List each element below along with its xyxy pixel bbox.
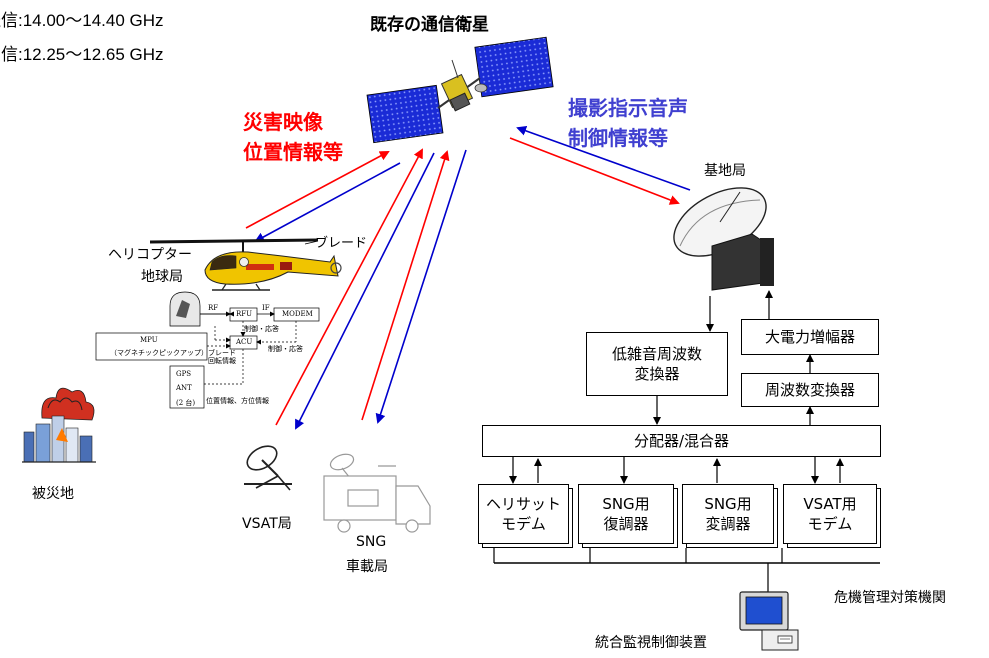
control-label-2: 制御・応答 (268, 345, 303, 353)
downlink-label-1: 撮影指示音声 (568, 96, 688, 120)
sng-label-2: 車載局 (346, 559, 388, 575)
heli-equipment-diagram (95, 291, 320, 409)
sng-modulator-label-2: 変調器 (705, 515, 751, 533)
receive-frequency: 受信:12.25～12.65 GHz (0, 45, 164, 64)
helicopter-label-2: 地球局 (141, 269, 183, 285)
monitor-label: 統合監視制御装置 (595, 635, 707, 651)
heli-modem-label-1: ヘリサット (485, 495, 561, 513)
divider-mixer-box: 分配器/混合器 (482, 425, 881, 457)
rfu-box: RFU (236, 310, 253, 318)
blade-info-label-2: 回転情報 (208, 357, 236, 365)
disaster-site-label: 被災地 (32, 486, 74, 502)
lna-label-2: 変換器 (634, 365, 680, 383)
transmit-frequency: 送信:14.00～14.40 GHz (0, 11, 164, 30)
vsat-dish-icon (244, 445, 292, 491)
vsat-modem-label-2: モデム (807, 515, 853, 533)
lna-label-1: 低雑音周波数 (611, 345, 702, 363)
gps-label-1: GPS (176, 370, 192, 378)
if-label: IF (262, 304, 270, 312)
vsat-modem-label-1: VSAT用 (803, 495, 857, 513)
sng-modulator-box: SNG用 変調器 (682, 484, 774, 544)
mpu-label: MPU (140, 336, 158, 344)
gps-label-3: (2 台) (176, 399, 196, 407)
sng-label-1: SNG (356, 534, 387, 550)
heli-modem-label-2: モデム (501, 515, 546, 533)
downlink-label-2: 制御情報等 (568, 126, 668, 150)
sng-demodulator-label-1: SNG用 (602, 495, 650, 513)
vsat-modem-box: VSAT用 モデム (783, 484, 877, 544)
base-station-dish-icon (673, 187, 774, 291)
sng-demodulator-box: SNG用 復調器 (578, 484, 674, 544)
disaster-site-icon (22, 387, 96, 463)
helicopter-icon (149, 238, 342, 291)
mpu-sub-label: （マグネチックピックアップ） (110, 349, 208, 357)
uplink-label-2: 位置情報等 (243, 140, 343, 164)
acu-box: ACU (236, 338, 253, 346)
satellite-label: 既存の通信衛星 (370, 15, 489, 35)
blade-pointer (304, 240, 319, 245)
sng-truck-icon (323, 453, 431, 533)
hpa-label: 大電力増幅器 (764, 328, 855, 346)
modem-box: MODEM (282, 310, 313, 318)
base-station-label: 基地局 (704, 163, 746, 179)
lna-box: 低雑音周波数 変換器 (586, 332, 728, 396)
gps-label-2: ANT (176, 384, 192, 392)
rf-label: RF (208, 304, 219, 312)
connection-lines (493, 290, 880, 593)
blade-label: ブレード (315, 236, 368, 251)
blade-info-label-1: ブレード (208, 349, 236, 357)
position-info-label: 位置情報、方位情報 (206, 397, 269, 405)
monitor-icon (739, 591, 799, 651)
upconverter-label: 周波数変換器 (764, 381, 855, 399)
satellite-icon (366, 36, 554, 144)
agency-label: 危機管理対策機関 (834, 590, 946, 606)
sng-modulator-label-1: SNG用 (704, 495, 752, 513)
vsat-label: VSAT局 (242, 516, 292, 532)
upconverter-box: 周波数変換器 (741, 373, 879, 407)
uplink-label-1: 災害映像 (243, 110, 323, 134)
sng-demodulator-label-2: 復調器 (603, 515, 649, 533)
helicopter-label-1: ヘリコプター (108, 247, 192, 263)
hpa-box: 大電力増幅器 (741, 319, 879, 355)
heli-modem-box: ヘリサット モデム (478, 484, 569, 544)
control-label-1: 制御・応答 (244, 325, 279, 333)
link-arrows (245, 126, 691, 430)
divider-mixer-label: 分配器/混合器 (633, 432, 730, 450)
